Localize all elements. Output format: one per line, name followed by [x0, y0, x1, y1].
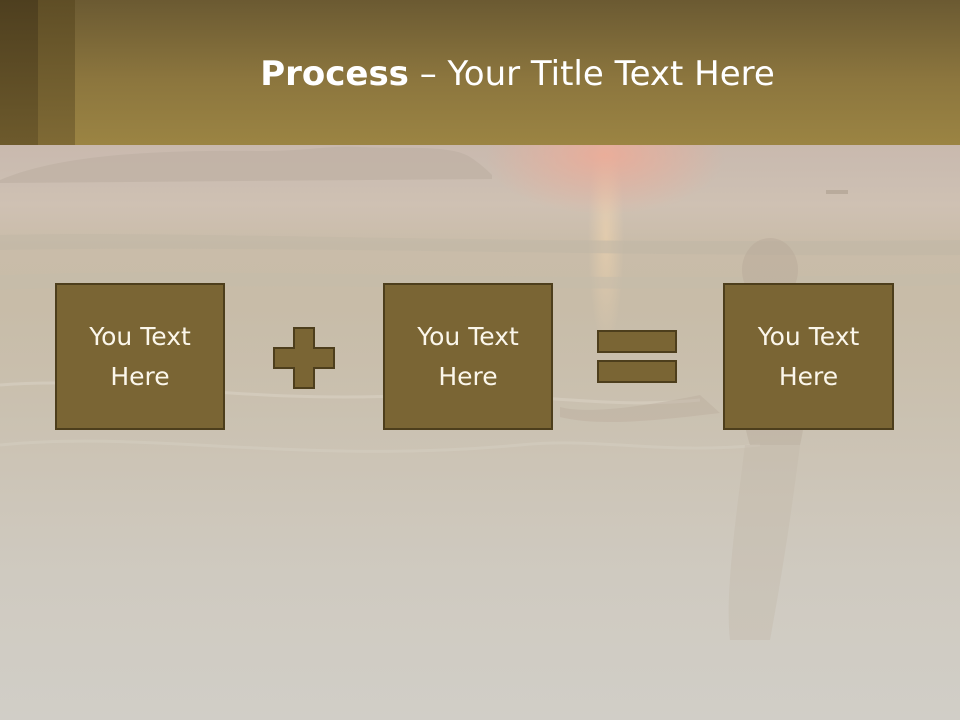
title-bold-part: Process — [260, 54, 409, 94]
header-accent-stripe — [38, 0, 75, 145]
equals-icon — [597, 330, 677, 383]
header-accent-stripe — [0, 0, 38, 145]
beach-silhouette-graphic — [0, 146, 960, 640]
slide-title[interactable]: Process – Your Title Text Here — [75, 52, 960, 96]
process-box-1[interactable]: You Text Here — [55, 283, 225, 430]
process-box-3[interactable]: You Text Here — [723, 283, 894, 430]
process-box-2[interactable]: You Text Here — [383, 283, 553, 430]
background-photo — [0, 145, 960, 720]
title-regular-part: – Your Title Text Here — [408, 54, 775, 94]
title-bar: Process – Your Title Text Here — [0, 0, 960, 145]
plus-icon — [273, 327, 335, 389]
